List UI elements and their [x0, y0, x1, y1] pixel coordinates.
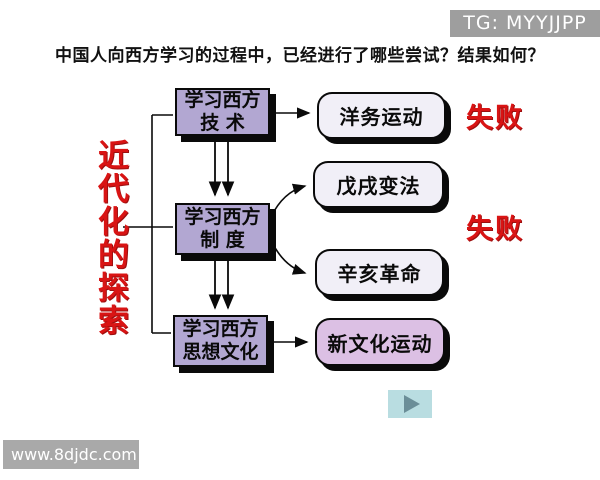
movement-box-wuxu: 戊戌变法 — [313, 161, 444, 208]
next-slide-button[interactable] — [388, 390, 432, 418]
slide-title: 中国人向西方学习的过程中，已经进行了哪些尝试？结果如何？ — [55, 46, 545, 66]
movement-box-newculture: 新文化运动 — [315, 318, 445, 366]
level-box-technology-line1: 学习西方 — [184, 88, 261, 111]
level-box-culture-line1: 学习西方 — [182, 317, 259, 340]
level-box-culture-line2: 思想文化 — [182, 341, 259, 363]
level-box-institution-line2: 制 度 — [200, 229, 245, 251]
result-label-failure-1: 失败 — [466, 103, 524, 134]
level-box-culture: 学习西方 思想文化 — [173, 315, 268, 367]
tg-badge: TG: MYYJJPP — [450, 10, 600, 37]
movement-box-yangwu: 洋务运动 — [317, 92, 446, 139]
level-box-technology: 学习西方 技 术 — [175, 88, 270, 136]
movement-box-xinhai: 辛亥革命 — [315, 249, 444, 296]
result-label-failure-2: 失败 — [466, 214, 524, 245]
watermark-banner: www.8djdc.com — [3, 440, 139, 469]
theme-vertical-text: 近代化的探索 — [92, 139, 128, 337]
arrow-inst-to-xinhai — [270, 239, 307, 275]
level-box-institution-line1: 学习西方 — [184, 205, 261, 228]
level-box-institution: 学习西方 制 度 — [175, 203, 270, 255]
level-box-technology-line2: 技 术 — [200, 112, 245, 134]
arrow-inst-to-wuxu — [270, 183, 307, 218]
play-triangle-icon — [404, 395, 420, 413]
